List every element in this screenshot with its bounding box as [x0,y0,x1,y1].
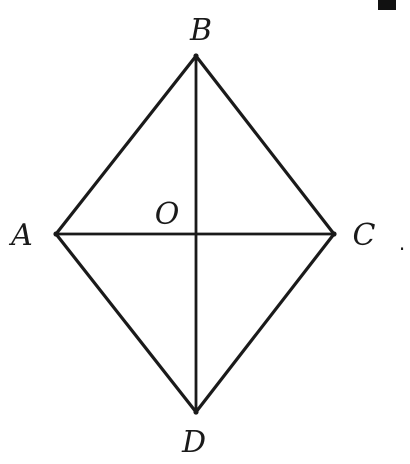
label-d: D [181,425,206,460]
side-ab [54,54,198,236]
label-a: A [8,218,33,253]
label-c: C [353,218,376,253]
vertex-a-dot [53,231,59,237]
side-cd [194,232,336,414]
vertex-c-dot [331,231,337,237]
vertex-b-dot [193,53,199,59]
side-da [54,232,198,414]
corner-mark [378,0,396,10]
side-bc [194,54,336,236]
trailing-period: . [399,231,405,255]
label-b: B [189,13,212,48]
label-o: O [155,197,180,232]
vertex-d-dot [193,409,199,415]
